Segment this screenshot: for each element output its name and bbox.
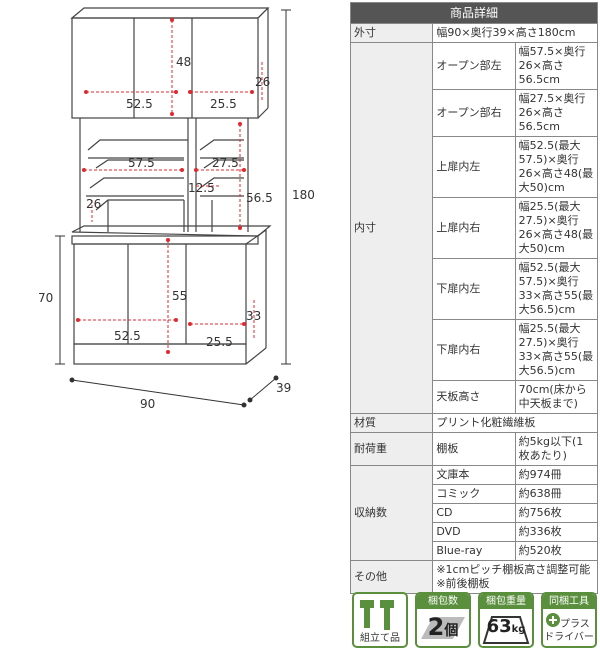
info-icons: 組立て品 梱包数 2個 梱包重量 63kg 同梱工具 プラス ドライバー bbox=[352, 592, 598, 648]
spec-sublabel: 下扉内右 bbox=[432, 319, 516, 381]
spec-value-material: プリント化粧繊維板 bbox=[432, 413, 598, 433]
table-row: 収納数 文庫本 約974冊 bbox=[349, 465, 599, 561]
spec-row-other: その他 ※1cmピッチ棚板高さ調整可能 ※前後棚板 bbox=[349, 560, 598, 594]
spec-sublabel: 文庫本 bbox=[432, 465, 516, 485]
spec-label-outer: 外寸 bbox=[349, 23, 434, 43]
spec-sublabel: 上扉内左 bbox=[432, 136, 516, 198]
furniture-diagram: 180 70 90 39 48 26 52.5 25.5 57.5 27.5 1… bbox=[38, 7, 315, 411]
weight-icon bbox=[482, 616, 530, 644]
packages-title: 梱包数 bbox=[417, 594, 469, 609]
table-row: 下扉内左 幅52.5(最大57.5)×奥行33×高さ55(最大56.5)cm bbox=[351, 258, 599, 320]
spec-sublabel: DVD bbox=[432, 522, 516, 542]
table-row: 上扉内左 幅52.5(最大57.5)×奥行26×高さ48(最大50)cm bbox=[351, 136, 599, 198]
spec-sublabel: 下扉内左 bbox=[432, 258, 516, 320]
spec-value-outer: 幅90×奥行39×高さ180cm bbox=[432, 23, 598, 43]
tools-icon bbox=[360, 600, 394, 630]
dim-open-height: 56.5 bbox=[246, 191, 273, 205]
spec-value: 約638冊 bbox=[514, 484, 599, 504]
spec-value: 約520枚 bbox=[514, 541, 599, 561]
dim-upper-depth: 26 bbox=[255, 75, 270, 89]
dim-lower-left-width: 52.5 bbox=[114, 329, 141, 343]
spec-sublabel: CD bbox=[432, 503, 516, 523]
table-row: 上扉内右 幅25.5(最大27.5)×奥行26×高さ48(最大50)cm bbox=[351, 197, 599, 259]
spec-value: 70cm(床から中天板まで) bbox=[514, 380, 599, 414]
spec-title: 商品詳細 bbox=[350, 2, 598, 24]
table-row: 下扉内右 幅25.5(最大27.5)×奥行33×高さ55(最大56.5)cm bbox=[351, 319, 599, 381]
spec-label-storage: 収納数 bbox=[349, 465, 434, 561]
spec-sublabel: 天板高さ bbox=[432, 380, 516, 414]
tool-badge: 同梱工具 プラス ドライバー bbox=[541, 592, 597, 648]
spec-label-inner: 内寸 bbox=[349, 42, 434, 414]
dim-upper-left-width: 52.5 bbox=[126, 97, 153, 111]
weight-title: 梱包重量 bbox=[480, 594, 532, 609]
packages-unit: 個 bbox=[444, 623, 459, 639]
dim-upper-door-height: 48 bbox=[176, 55, 191, 69]
spec-value: 約974冊 bbox=[514, 465, 599, 485]
table-row: DVD 約336枚 bbox=[351, 522, 599, 542]
dim-counter-height: 70 bbox=[38, 291, 53, 305]
packages-badge: 梱包数 2個 bbox=[415, 592, 471, 648]
spec-value: 幅52.5(最大57.5)×奥行26×高さ48(最大50)cm bbox=[514, 136, 599, 198]
tool-text1: プラス bbox=[560, 619, 590, 630]
spec-label-other: その他 bbox=[349, 560, 434, 594]
table-row: コミック 約638冊 bbox=[351, 484, 599, 504]
weight-unit: kg bbox=[511, 624, 526, 635]
weight-badge: 梱包重量 63kg bbox=[478, 592, 534, 648]
spec-other-line2: ※前後棚板 bbox=[436, 577, 490, 590]
spec-value: 幅27.5×奥行26×高さ56.5cm bbox=[514, 89, 599, 137]
table-row: CD 約756枚 bbox=[351, 503, 599, 523]
spec-sublabel: オープン部右 bbox=[432, 89, 516, 137]
spec-row-outer: 外寸 幅90×奥行39×高さ180cm bbox=[349, 23, 598, 43]
dim-open-inner-height: 12.5 bbox=[188, 181, 215, 195]
spec-label-load: 耐荷重 bbox=[349, 432, 434, 466]
spec-value-load: 約5kg以下(1枚あたり) bbox=[514, 432, 599, 466]
plus-icon bbox=[546, 613, 560, 627]
spec-value: 幅25.5(最大27.5)×奥行33×高さ55(最大56.5)cm bbox=[514, 319, 599, 381]
table-row: オープン部右 幅27.5×奥行26×高さ56.5cm bbox=[351, 89, 599, 137]
spec-sublabel: Blue-ray bbox=[432, 541, 516, 561]
dim-depth: 39 bbox=[276, 381, 291, 395]
spec-value: 幅57.5×奥行26×高さ56.5cm bbox=[514, 42, 599, 90]
spec-sublabel-load: 棚板 bbox=[432, 432, 516, 466]
spec-value: 約336枚 bbox=[514, 522, 599, 542]
spec-value-other: ※1cmピッチ棚板高さ調整可能 ※前後棚板 bbox=[432, 560, 598, 594]
dim-open-right-width: 27.5 bbox=[212, 156, 239, 170]
spec-value: 幅25.5(最大27.5)×奥行26×高さ48(最大50)cm bbox=[514, 197, 599, 259]
dim-lower-right-width: 25.5 bbox=[206, 335, 233, 349]
assembly-label: 組立て品 bbox=[360, 633, 400, 644]
spec-other-line1: ※1cmピッチ棚板高さ調整可能 bbox=[436, 563, 591, 576]
weight-number: 63 bbox=[486, 616, 512, 637]
spec-value: 約756枚 bbox=[514, 503, 599, 523]
table-row: 内寸 オープン部左 幅57.5×奥行26×高さ56.5cm bbox=[349, 42, 599, 414]
assembly-badge: 組立て品 bbox=[352, 592, 408, 648]
tool-title: 同梱工具 bbox=[543, 594, 595, 609]
spec-label-material: 材質 bbox=[349, 413, 434, 433]
spec-sublabel: 上扉内右 bbox=[432, 197, 516, 259]
spec-sublabel: コミック bbox=[432, 484, 516, 504]
spec-row-material: 材質 プリント化粧繊維板 bbox=[349, 413, 598, 433]
packages-number: 2 bbox=[427, 613, 445, 641]
spec-row-load: 耐荷重 棚板 約5kg以下(1枚あたり) bbox=[349, 432, 599, 466]
tool-text2: ドライバー bbox=[544, 632, 594, 643]
box-icon bbox=[421, 617, 465, 639]
dim-lower-door-height: 55 bbox=[172, 289, 187, 303]
dim-lower-depth: 33 bbox=[246, 309, 261, 323]
spec-value: 幅52.5(最大57.5)×奥行33×高さ55(最大56.5)cm bbox=[514, 258, 599, 320]
dim-open-left-width: 57.5 bbox=[128, 156, 155, 170]
dim-total-height: 180 bbox=[292, 188, 315, 202]
dim-width: 90 bbox=[140, 397, 155, 411]
dim-open-depth: 26 bbox=[86, 197, 101, 211]
dim-upper-right-width: 25.5 bbox=[210, 97, 237, 111]
spec-table: 商品詳細 外寸 幅90×奥行39×高さ180cm 内寸 オープン部左 幅57.5… bbox=[349, 2, 599, 594]
spec-sublabel: オープン部左 bbox=[432, 42, 516, 90]
